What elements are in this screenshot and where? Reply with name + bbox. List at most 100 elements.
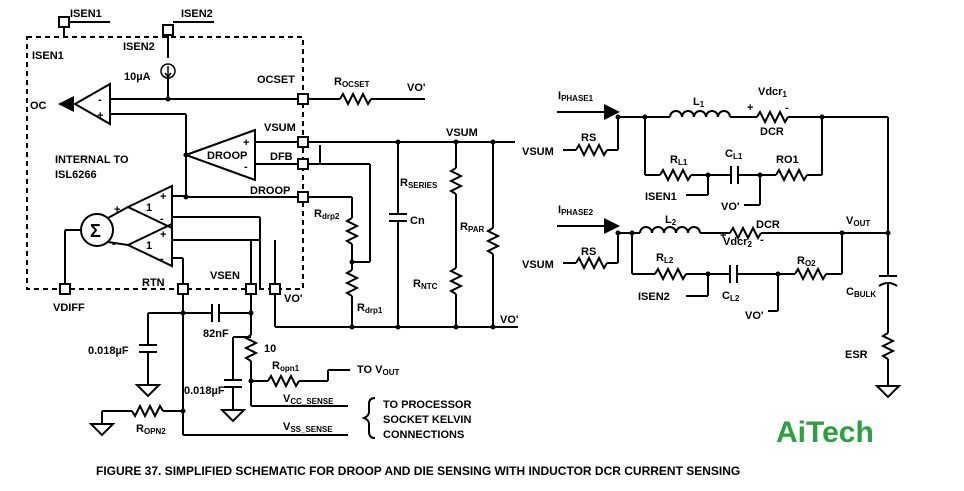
brace-icon <box>361 397 376 439</box>
svg-text:-: - <box>785 102 789 114</box>
cl2-label: CL2 <box>722 290 740 303</box>
vdcr1-label: Vdcr1 <box>758 86 787 99</box>
esr-label: ESR <box>845 349 868 361</box>
vdiff-pin <box>59 283 71 295</box>
svg-text:-: - <box>160 213 164 225</box>
vo-ph1-label: VO' <box>721 201 740 213</box>
ground-icon <box>134 384 162 398</box>
svg-text:-: - <box>760 234 764 246</box>
isen1-ph-label: ISEN1 <box>645 191 677 203</box>
rs1-resistor <box>575 142 608 158</box>
rl2-label: RL2 <box>656 252 674 265</box>
svg-text:-: - <box>112 238 116 250</box>
oc-label: OC <box>30 100 47 112</box>
isen1-top-label: ISEN1 <box>70 8 102 20</box>
vo-prime-pin-label: VO' <box>284 293 303 305</box>
unity-amp-2 <box>125 222 173 268</box>
isl6266-label: ISL6266 <box>55 169 97 181</box>
iphase1-label: IPHASE1 <box>558 90 594 103</box>
ro1-resistor <box>775 167 808 183</box>
vsum-pin-label: VSUM <box>264 122 296 134</box>
ground-icon <box>219 409 247 423</box>
isen2-top-label: ISEN2 <box>181 8 213 20</box>
vsum-ph1-label: VSUM <box>522 146 554 158</box>
svg-text:-: - <box>244 161 248 173</box>
r-ntc-label: RNTC <box>413 278 438 291</box>
connections-label: CONNECTIONS <box>383 429 464 441</box>
cl1-label: CL1 <box>725 148 743 161</box>
r-ocset-resistor <box>339 91 372 107</box>
vsen-pin <box>245 283 257 295</box>
dcr2-label: DCR <box>756 219 780 231</box>
r-opn2-label: ROPN2 <box>136 423 166 436</box>
svg-text:+: + <box>160 229 166 241</box>
vo-prime-pin <box>269 283 281 295</box>
vdiff-label: VDIFF <box>53 302 85 314</box>
res-10-label: 10 <box>264 343 276 355</box>
svg-text:+: + <box>747 102 753 114</box>
vsum-net-label: VSUM <box>446 127 478 139</box>
cap-018-left-label: 0.018µF <box>88 345 129 357</box>
isen1-pin-label: ISEN1 <box>32 50 64 62</box>
ro2-label: RO2 <box>797 255 816 268</box>
vsum-ph2-label: VSUM <box>522 259 554 271</box>
svg-text:+: + <box>720 230 726 242</box>
r-series-label: RSERIES <box>400 177 438 190</box>
ground-icon <box>874 385 902 399</box>
svg-text:+: + <box>97 110 103 122</box>
aitech-logo: AiTech <box>776 416 874 449</box>
svg-text:-: - <box>160 253 164 265</box>
rl1-label: RL1 <box>670 154 688 167</box>
ocset-pin <box>297 93 309 105</box>
vsen-label: VSEN <box>210 270 240 282</box>
svg-text:Σ: Σ <box>90 221 101 241</box>
unity-amp-1 <box>125 184 173 230</box>
dcr2-resistor <box>729 225 762 241</box>
r-ntc-resistor <box>448 267 464 295</box>
cap-018-mid-label: 0.018µF <box>184 385 225 397</box>
vss-sense-label: VSS_SENSE <box>283 421 333 434</box>
isen1-top-pin <box>58 16 70 28</box>
r-series-resistor <box>448 167 464 195</box>
rs2-label: RS <box>581 246 596 258</box>
figure-caption: FIGURE 37. SIMPLIFIED SCHEMATIC FOR DROO… <box>96 464 741 478</box>
rl2-resistor <box>654 266 687 282</box>
svg-text:1: 1 <box>146 240 152 252</box>
vo-prime-ocset: VO' <box>407 82 426 94</box>
svg-text:-: - <box>98 94 102 106</box>
r-drp2-resistor <box>344 217 360 245</box>
rtn-label: RTN <box>142 277 165 289</box>
to-processor-label: TO PROCESSOR <box>383 399 471 411</box>
droop-pin <box>297 191 309 203</box>
r-par-resistor <box>485 227 501 255</box>
r-opn2-resistor <box>131 403 164 419</box>
oc-comparator <box>72 82 111 126</box>
ocset-label: OCSET <box>257 74 295 86</box>
r-drp1-resistor <box>344 269 360 297</box>
droop-amp-label: DROOP <box>207 150 247 162</box>
r-drp1-label: Rdrp1 <box>357 302 383 315</box>
dcr1-resistor <box>756 109 789 125</box>
r-drp2-label: Rdrp2 <box>314 208 340 221</box>
r-par-label: RPAR <box>460 221 484 234</box>
vsum-pin <box>297 136 309 148</box>
rs1-label: RS <box>581 132 596 144</box>
svg-text:+: + <box>243 137 249 149</box>
dcr1-label: DCR <box>760 126 784 138</box>
droop-pin-label: DROOP <box>250 185 290 197</box>
cap-82nf-label: 82nF <box>203 328 229 340</box>
l1-inductor <box>669 110 731 118</box>
vo-ph2-label: VO' <box>745 310 764 322</box>
r-opn1-label: Ropn1 <box>272 360 300 373</box>
vdcr2-label: Vdcr2 <box>723 236 752 249</box>
dfb-pin <box>297 158 309 170</box>
ro2-resistor <box>794 266 827 282</box>
isl6266-boundary <box>26 36 304 290</box>
internal-to-label: INTERNAL TO <box>55 154 129 166</box>
ground-icon <box>88 423 116 437</box>
rl1-resistor <box>659 167 692 183</box>
svg-text:+: + <box>114 204 120 216</box>
r-ocset-label: ROCSET <box>334 76 370 89</box>
vo-prime-bus-label: VO' <box>500 314 519 326</box>
